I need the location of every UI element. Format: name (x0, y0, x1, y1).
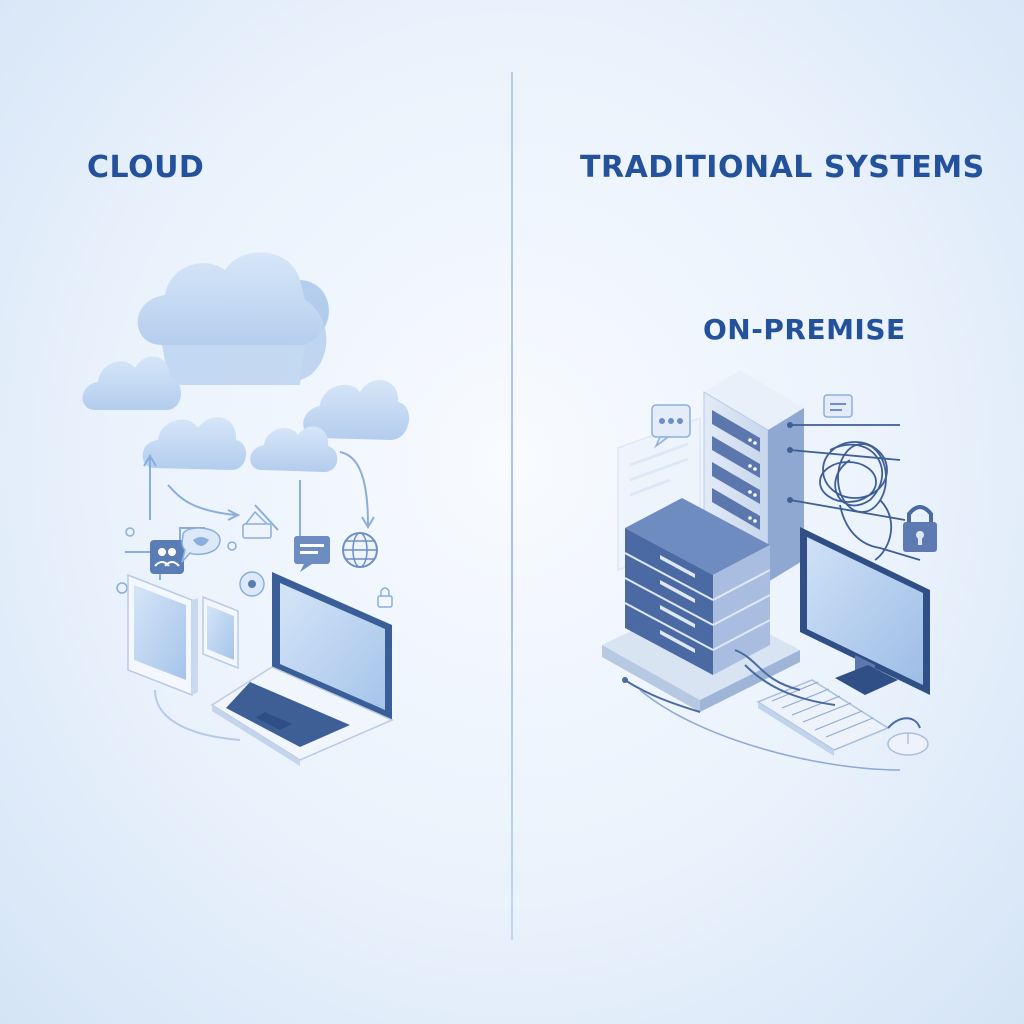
center-divider (511, 72, 513, 940)
desktop-monitor-icon (800, 527, 930, 695)
lock-icon (242, 510, 272, 539)
server-rack-icon (703, 370, 804, 582)
user-group-icon (150, 540, 184, 574)
cloud-icon (137, 252, 329, 385)
laptop-icon (210, 572, 394, 766)
location-pin-icon (239, 571, 265, 597)
cable-icon (624, 649, 921, 729)
lock-icon (377, 587, 393, 608)
chat-icon (823, 394, 853, 418)
phone-icon (202, 595, 239, 670)
tablet-icon (127, 573, 198, 697)
chat-icon (651, 404, 691, 449)
server-stack-icon (624, 498, 771, 675)
cloud-icon (142, 417, 247, 470)
arrow-icon (125, 451, 375, 580)
padlock-icon (903, 505, 937, 552)
cloud-icon (250, 426, 338, 472)
mouse-icon (887, 732, 929, 756)
traditional-systems-heading: TRADITIONAL SYSTEMS (580, 150, 985, 185)
cloud-icon (82, 356, 182, 410)
globe-icon (342, 532, 378, 568)
chat-icon (294, 536, 330, 572)
on-premise-subheading: ON-PREMISE (703, 313, 906, 346)
cloud-icon (303, 379, 410, 440)
chat-icon (181, 527, 221, 563)
cloud-heading: CLOUD (87, 150, 205, 185)
